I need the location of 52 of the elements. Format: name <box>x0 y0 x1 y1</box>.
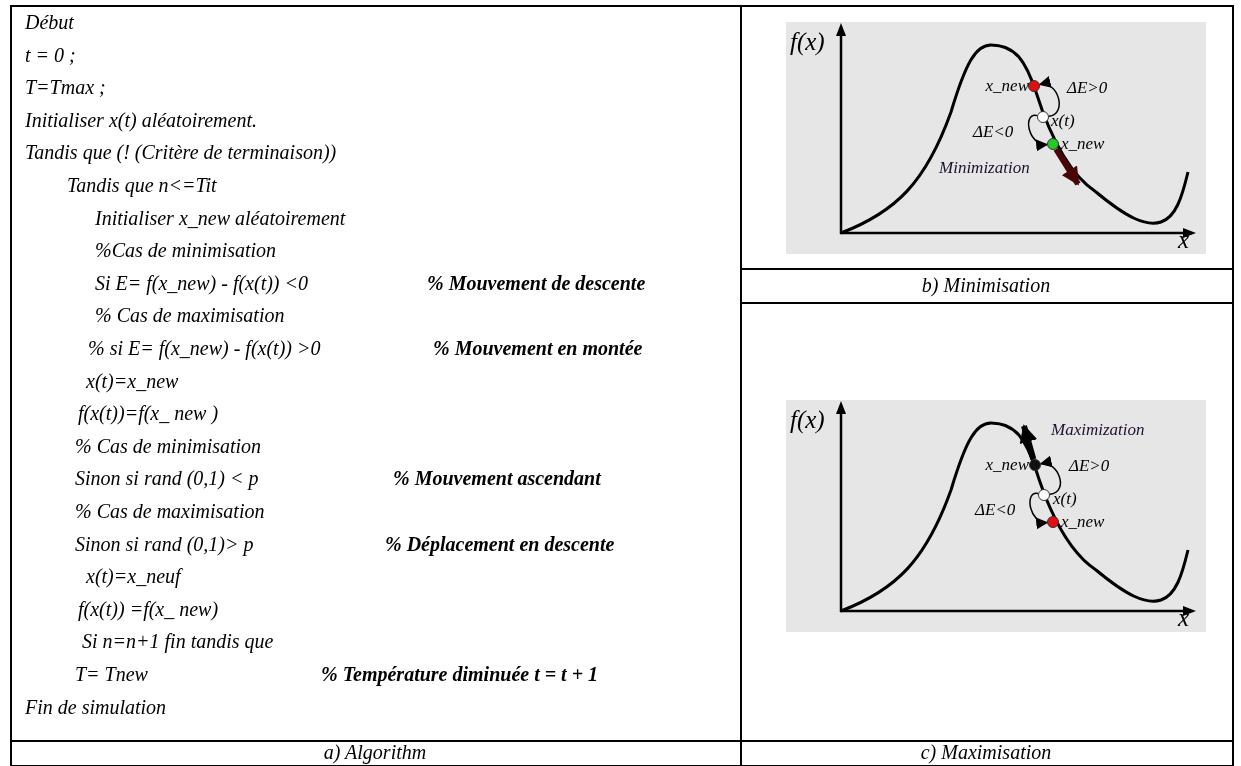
code-line: Sinon si rand (0,1)> p <box>75 531 254 556</box>
code-comment: % Température diminuée t = t + 1 <box>321 662 599 686</box>
arrow <box>1038 77 1060 118</box>
code-line: f(x(t)) =f(x_ new) <box>78 596 219 621</box>
code-line: f(x(t))=f(x_ new ) <box>78 401 219 426</box>
code-line: T=Tmax ; <box>25 75 106 100</box>
code-comment: % Mouvement de descente <box>427 270 646 295</box>
point-marker <box>1029 459 1041 471</box>
point-label: x_new <box>985 77 1029 95</box>
arrow <box>1019 424 1038 461</box>
code-line: Début <box>25 10 74 34</box>
code-line: Si E= f(x_new) - f(x(t)) <0 <box>95 270 309 295</box>
arrow <box>1039 457 1062 496</box>
code-line: t = 0 ; <box>25 42 76 67</box>
point-label: x(t) <box>1051 112 1075 130</box>
point-marker <box>1037 111 1049 123</box>
point-label: x(t) <box>1053 490 1077 508</box>
arrow <box>1029 492 1049 528</box>
code-comment: % Déplacement en descente <box>385 531 615 556</box>
point-label: x_new <box>1061 135 1105 153</box>
code-line: Tandis que (! (Critère de terminaison)) <box>25 140 337 165</box>
code-line: T= Tnew <box>75 662 148 686</box>
code-line: Sinon si rand (0,1) < p <box>75 466 259 491</box>
code-comment: % Mouvement en montée <box>433 336 643 360</box>
code-line: %Cas de minimisation <box>95 238 277 263</box>
code-line: Tandis que n<=Tit <box>67 173 217 197</box>
axis-label: x <box>1178 604 1190 632</box>
axis-label: f(x) <box>790 28 825 56</box>
code-comment: % Mouvement ascendant <box>393 466 601 491</box>
point-label: x_new <box>1061 513 1105 531</box>
arrow <box>1027 114 1049 150</box>
point-marker <box>1028 80 1040 92</box>
point-label: x_new <box>985 456 1029 474</box>
code-line: Fin de simulation <box>25 694 167 719</box>
code-line: Initialiser x(t) aléatoirement. <box>25 107 257 132</box>
code-line: Si n=n+1 fin tandis que <box>82 629 274 654</box>
code-line: % Cas de maximisation <box>75 499 265 523</box>
arrow <box>1053 147 1081 186</box>
point-marker <box>1047 516 1059 528</box>
code-line: x(t)=x_neuf <box>86 564 181 589</box>
code-line: Initialiser x_new aléatoirement <box>95 205 346 230</box>
point-marker <box>1047 138 1059 150</box>
axis-label: f(x) <box>790 406 825 434</box>
axis-label: x <box>1178 226 1190 254</box>
code-line: % Cas de minimisation <box>75 433 262 458</box>
code-line: x(t)=x_new <box>86 368 179 393</box>
point-marker <box>1038 489 1050 501</box>
panel-caption: c) Maximisation <box>920 740 1052 764</box>
panel-caption: a) Algorithm <box>323 740 427 764</box>
panel-caption: b) Minimisation <box>921 273 1051 297</box>
code-line: % Cas de maximisation <box>95 303 285 328</box>
code-line: % si E= f(x_new) - f(x(t)) >0 <box>88 336 321 360</box>
